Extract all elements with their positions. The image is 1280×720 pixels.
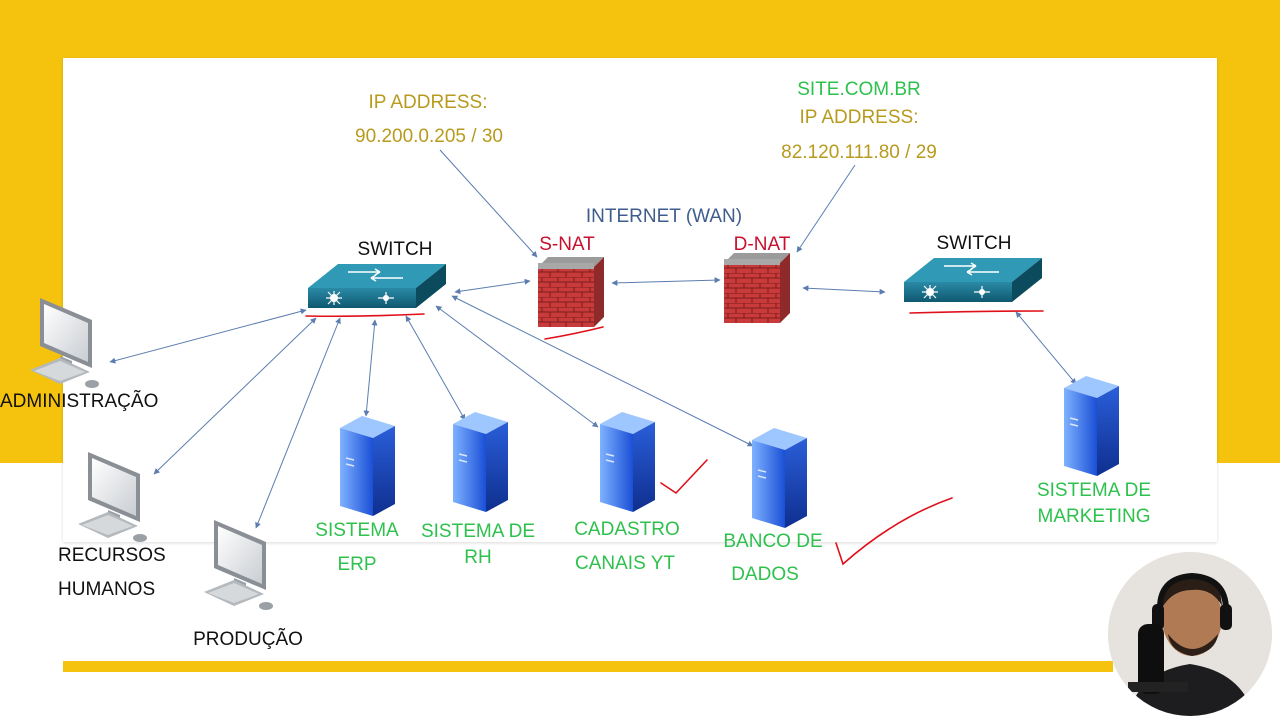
recursos-label-line1: RECURSOS — [58, 545, 166, 566]
administracao-computer-icon — [30, 298, 99, 388]
connector-lines — [109, 149, 1077, 529]
switch-left-label: SWITCH — [357, 239, 433, 260]
rh-label-line1: SISTEMA DE — [420, 521, 536, 542]
marketing-label-line1: SISTEMA DE — [1036, 480, 1152, 501]
rh-server-icon — [452, 411, 509, 513]
producao-computer-icon — [204, 520, 273, 610]
cadastro-label-line2: CANAIS YT — [575, 553, 675, 574]
ip-right-value: 82.120.111.80 / 29 — [781, 142, 937, 163]
checkmark-banco — [835, 497, 953, 566]
marketing-label-line2: MARKETING — [1037, 506, 1151, 527]
erp-server-icon — [339, 415, 396, 517]
checkmark-cadastro — [660, 459, 708, 495]
ip-left-title: IP ADDRESS: — [368, 92, 488, 113]
erp-label-line1: SISTEMA — [315, 520, 399, 541]
switch-right-icon — [903, 257, 1043, 303]
red-annotations — [305, 310, 1044, 566]
ip-right-title: IP ADDRESS: — [799, 107, 919, 128]
site-name: SITE.COM.BR — [797, 79, 921, 100]
dnat-label: D-NAT — [733, 234, 791, 255]
cadastro-server-icon — [599, 411, 656, 513]
producao-label: PRODUÇÃO — [193, 629, 303, 650]
marketing-server-icon — [1063, 375, 1120, 477]
webcam-presenter — [1108, 552, 1272, 716]
dnat-firewall-icon — [724, 253, 790, 323]
recursos-humanos-computer-icon — [78, 452, 147, 542]
recursos-label-line2: HUMANOS — [58, 579, 156, 600]
ip-left-value: 90.200.0.205 / 30 — [355, 126, 503, 147]
cadastro-label-line1: CADASTRO — [574, 519, 680, 540]
presenter-figure — [1108, 552, 1272, 716]
switch-left-icon — [307, 263, 447, 309]
banco-label-line2: DADOS — [731, 564, 799, 585]
banco-server-icon — [751, 427, 808, 529]
erp-label-line2: ERP — [337, 554, 377, 575]
switch-right-label: SWITCH — [936, 233, 1012, 254]
banco-label-line1: BANCO DE — [723, 531, 823, 552]
snat-label: S-NAT — [539, 234, 595, 255]
snat-firewall-icon — [538, 257, 604, 327]
administracao-label: ADMINISTRAÇÃO — [0, 391, 159, 412]
rh-label-line2: RH — [464, 547, 492, 568]
yellow-bottom-stripe — [63, 661, 1113, 672]
internet-wan-label: INTERNET (WAN) — [585, 206, 743, 227]
